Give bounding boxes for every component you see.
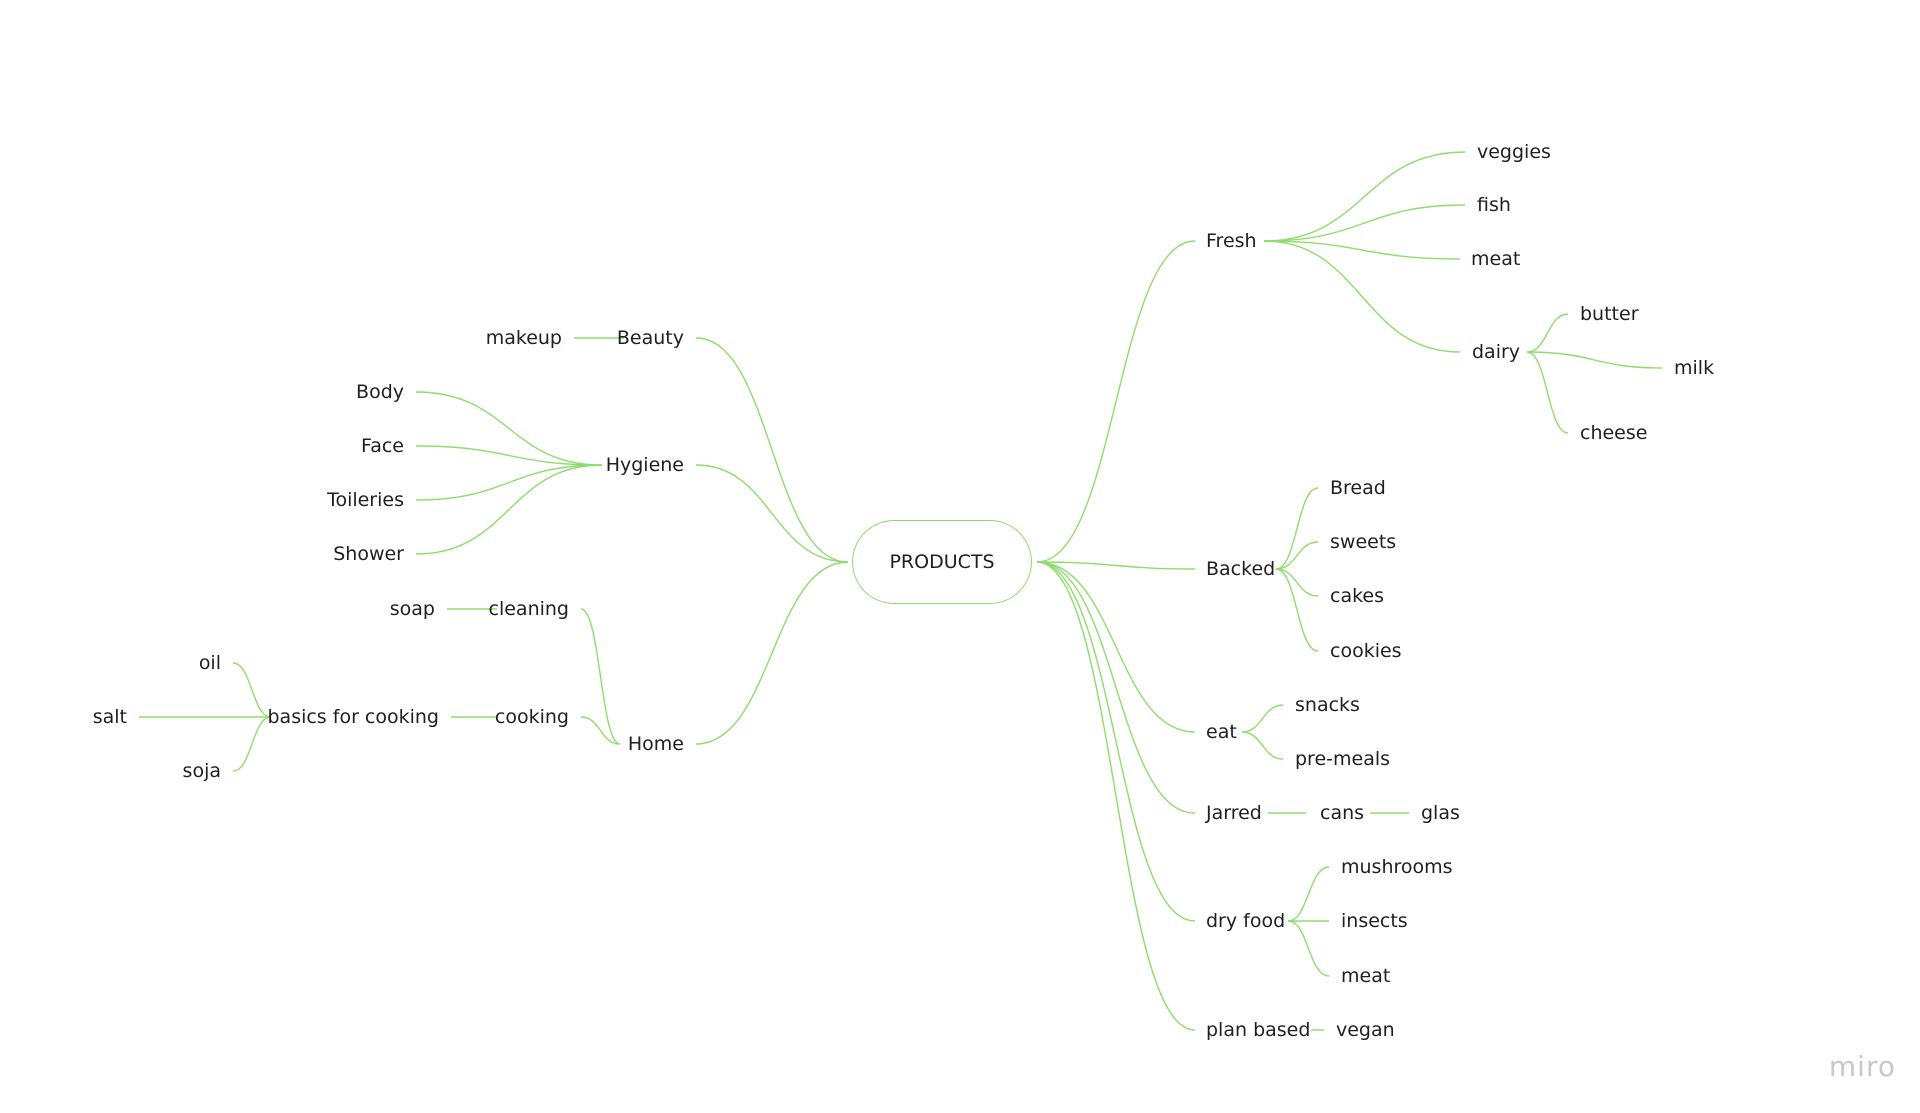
node-makeup[interactable]: makeup [485,327,562,349]
node-jarred[interactable]: Jarred [1206,802,1262,824]
node-cookies[interactable]: cookies [1330,640,1402,662]
edge-hygiene-body [415,391,603,466]
edge-fresh-veggies [1263,151,1466,242]
node-pre-meals[interactable]: pre-meals [1295,748,1391,770]
node-sweets[interactable]: sweets [1330,531,1397,553]
edge-hygiene-toileries [415,464,603,501]
node-oil[interactable]: oil [198,652,221,674]
edge-basics-oil [232,662,272,718]
node-fish[interactable]: fish [1477,194,1511,216]
node-eat[interactable]: eat [1206,721,1237,743]
edge-eat-snacks [1241,704,1284,733]
node-vegan[interactable]: vegan [1336,1019,1395,1041]
node-salt[interactable]: salt [92,706,127,728]
node-veggies[interactable]: veggies [1477,141,1551,163]
edge-products-eat [1036,561,1196,733]
edge-products-jarred [1036,561,1196,814]
edge-products-fresh [1036,240,1196,563]
edge-eat-premeals [1241,731,1284,760]
node-meat-fresh[interactable]: meat [1471,248,1521,270]
edge-hygiene-face [415,445,603,466]
edge-products-planbased [1036,561,1196,1031]
node-butter[interactable]: butter [1580,303,1639,325]
edge-basics-soja [232,716,272,772]
node-glas[interactable]: glas [1421,802,1460,824]
node-dairy[interactable]: dairy [1472,341,1521,363]
node-meat-dry[interactable]: meat [1341,965,1391,987]
node-face[interactable]: Face [361,435,404,457]
node-toileries[interactable]: Toileries [327,489,404,511]
node-shower[interactable]: Shower [333,543,404,565]
node-insects[interactable]: insects [1341,910,1408,932]
node-plan-based[interactable]: plan based [1206,1019,1311,1041]
edge-fresh-fish [1263,204,1466,242]
node-mushrooms[interactable]: mushrooms [1341,856,1453,878]
node-backed[interactable]: Backed [1206,558,1276,580]
node-bread[interactable]: Bread [1330,477,1386,499]
node-cheese[interactable]: cheese [1580,422,1648,444]
root-node-products[interactable]: PRODUCTS [852,520,1032,604]
edge-home-cleaning [580,608,621,745]
node-fresh[interactable]: Fresh [1206,230,1257,252]
edge-products-backed [1036,561,1196,570]
node-soja[interactable]: soja [182,760,221,782]
node-cans[interactable]: cans [1320,802,1365,824]
edge-dryfood-mushrooms [1287,866,1330,922]
node-cleaning[interactable]: cleaning [488,598,569,620]
root-node-label: PRODUCTS [889,551,995,573]
node-home[interactable]: Home [627,733,684,755]
node-milk[interactable]: milk [1674,357,1715,379]
node-basics-for-cooking[interactable]: basics for cooking [267,706,439,728]
edge-backed-cakes [1275,568,1319,597]
node-beauty[interactable]: Beauty [616,327,684,349]
edge-products-dryfood [1036,561,1196,922]
miro-logo: miro [1828,1050,1896,1083]
edge-dairy-butter [1526,313,1569,353]
node-hygiene[interactable]: Hygiene [605,454,684,476]
node-body[interactable]: Body [356,381,404,403]
edge-fresh-meat [1263,240,1461,260]
edge-products-hygiene [695,464,849,563]
edge-backed-cookies [1275,568,1319,652]
node-soap[interactable]: soap [389,598,435,620]
node-cooking[interactable]: cooking [494,706,569,728]
edge-products-beauty [695,337,849,563]
edge-products-home [695,561,849,745]
edge-hygiene-shower [415,464,603,555]
edge-dairy-milk [1526,351,1663,369]
node-snacks[interactable]: snacks [1295,694,1360,716]
node-cakes[interactable]: cakes [1330,585,1385,607]
edge-home-cooking [580,716,621,745]
edge-dairy-cheese [1526,351,1569,434]
node-dry-food[interactable]: dry food [1206,910,1286,932]
edge-backed-bread [1275,487,1319,570]
edge-fresh-dairy [1263,240,1461,353]
edge-backed-sweets [1275,541,1319,570]
edge-dryfood-meat [1287,920,1330,977]
